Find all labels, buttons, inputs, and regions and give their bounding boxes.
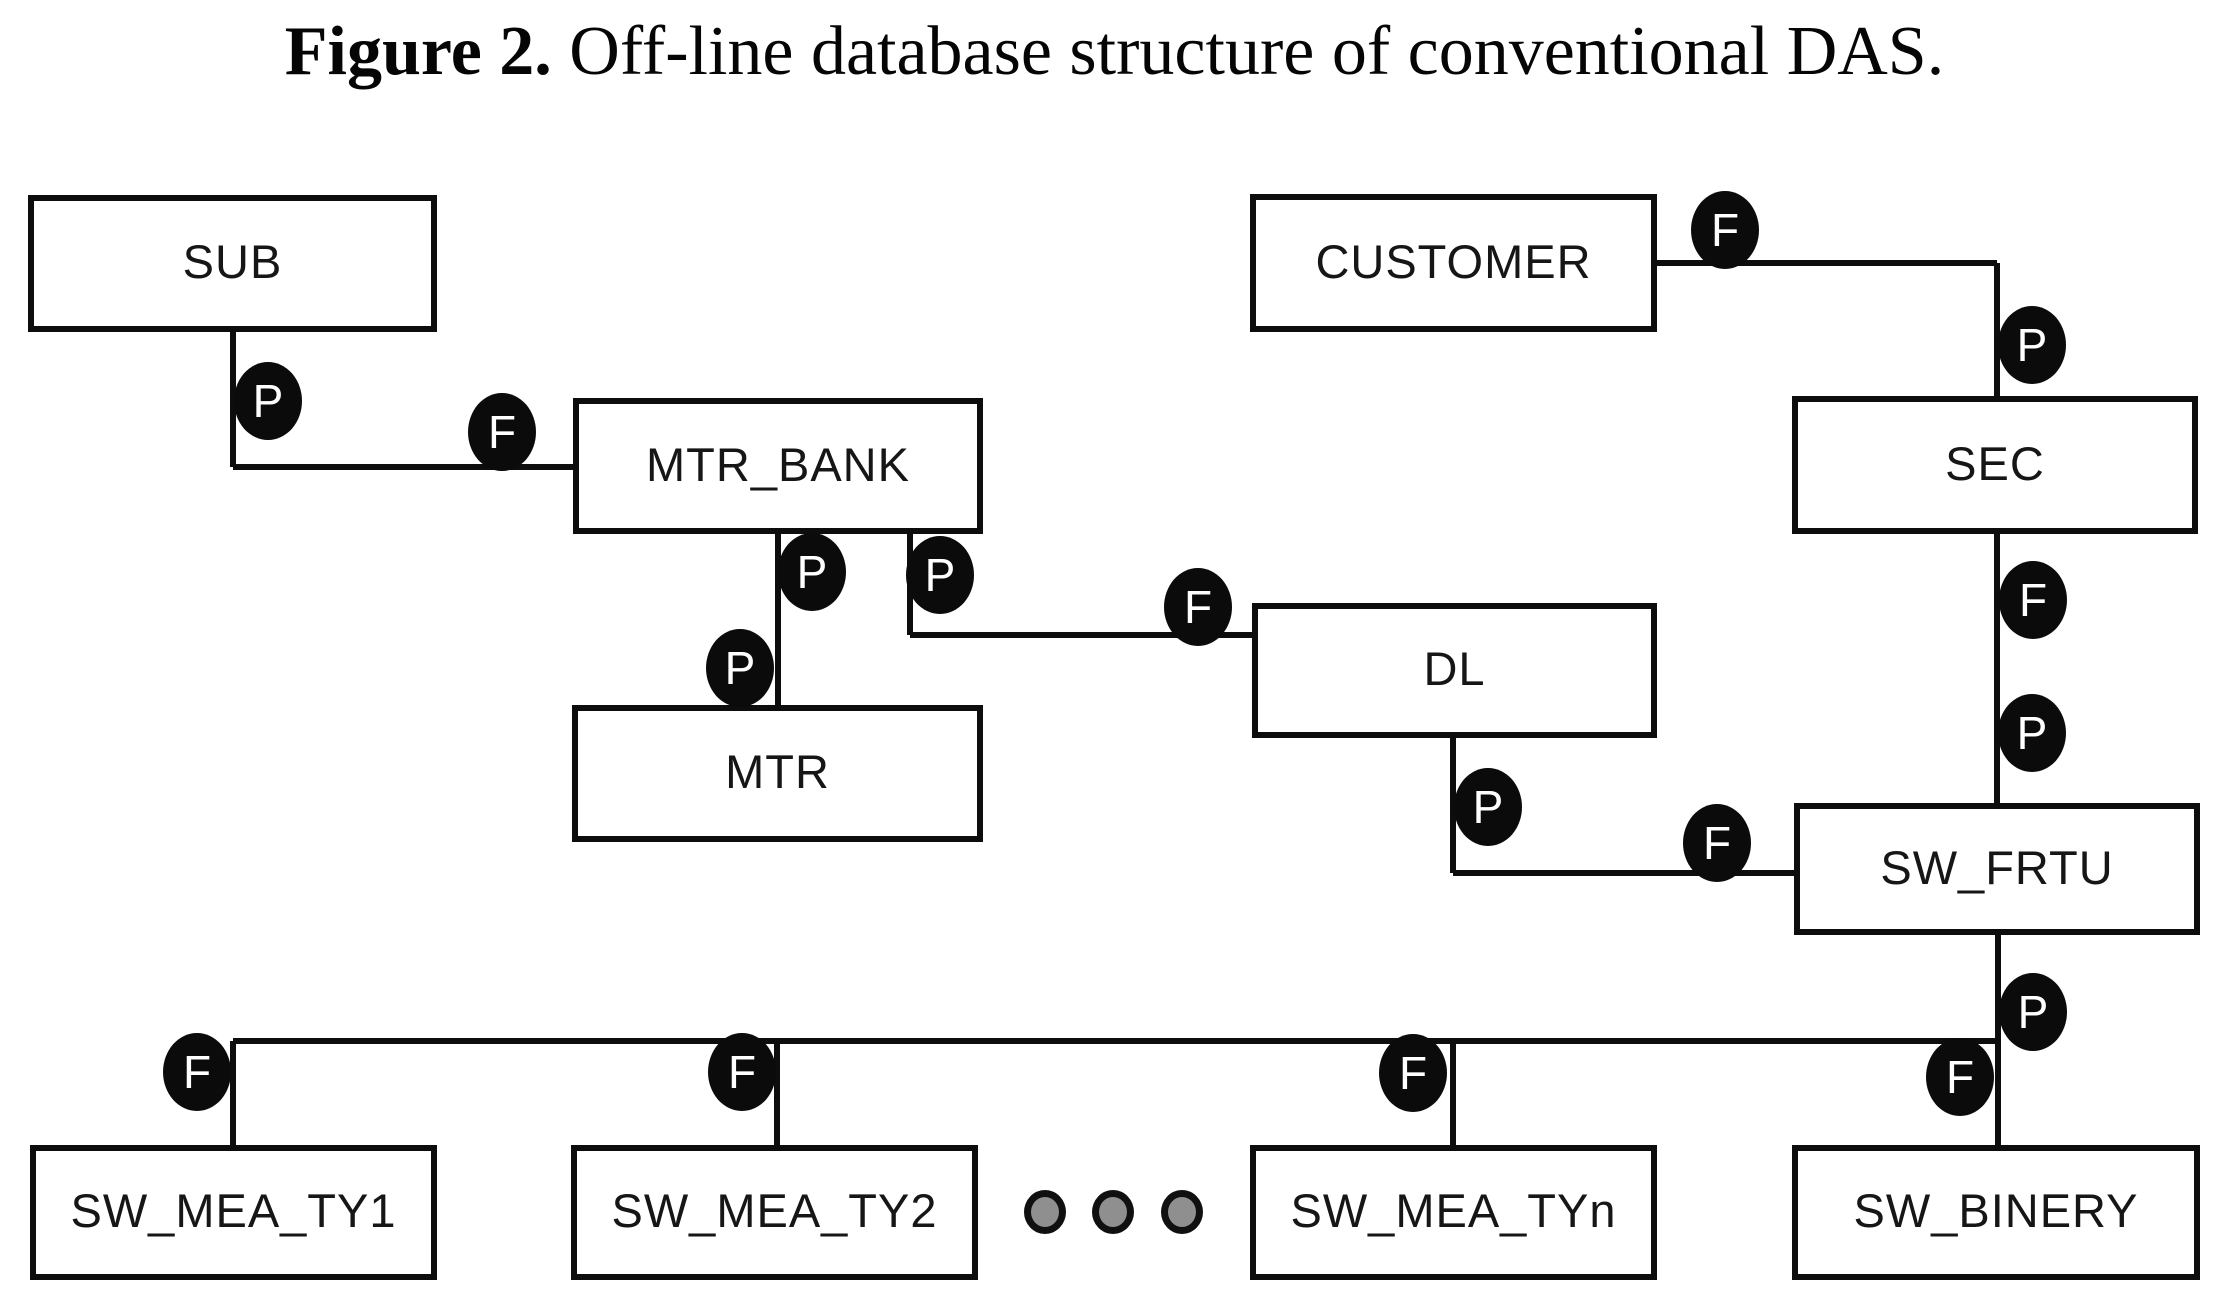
connector-mtrbank-to-mtr	[775, 534, 781, 705]
entity-box-mtr-bank: MTR_BANK	[573, 398, 983, 534]
foreign-key-badge-dl-f: F	[1164, 568, 1232, 646]
entity-box-sw-mea-tyn: SW_MEA_TYn	[1250, 1145, 1657, 1280]
connector-sub-to-mtrbank	[233, 464, 573, 470]
connector-bus-to-binery	[1995, 1041, 2001, 1145]
primary-key-badge-sub-p: P	[234, 362, 302, 440]
connector-swfrtu-drop	[1995, 935, 2001, 1041]
entity-label-dl: DL	[1423, 642, 1486, 695]
entity-box-sw-mea-ty2: SW_MEA_TY2	[571, 1145, 978, 1280]
connector-customer-to-sec	[1994, 263, 2000, 396]
entity-box-mtr: MTR	[572, 705, 983, 842]
foreign-key-badge-ty2-f: F	[708, 1033, 776, 1111]
entity-box-sw-frtu: SW_FRTU	[1794, 803, 2200, 935]
entity-label-sw-mea-tyn: SW_MEA_TYn	[1290, 1184, 1617, 1237]
entity-label-mtr: MTR	[725, 745, 830, 798]
primary-key-badge-dl-bottom-p: P	[1454, 768, 1522, 846]
entity-label-mtr-bank: MTR_BANK	[646, 437, 910, 491]
primary-key-badge-swfrtu-bot-p: P	[1999, 973, 2067, 1051]
connector-bus	[233, 1038, 1998, 1044]
foreign-key-badge-tyn-f: F	[1379, 1034, 1447, 1112]
primary-key-badge-mtr-p: P	[706, 629, 774, 707]
connector-dl-drop	[1450, 738, 1456, 873]
ellipsis-dot-3	[1161, 1190, 1203, 1234]
figure-caption-number: Figure 2.	[284, 13, 552, 90]
entity-box-sub: SUB	[28, 195, 437, 332]
foreign-key-badge-ty1-f: F	[163, 1033, 231, 1111]
foreign-key-badge-swfrtu-left-f: F	[1683, 804, 1751, 882]
entity-box-dl: DL	[1252, 603, 1657, 738]
entity-label-sw-frtu: SW_FRTU	[1880, 840, 2114, 894]
foreign-key-badge-binery-f: F	[1926, 1038, 1994, 1116]
connector-customer-out	[1657, 260, 1997, 266]
connector-sub-drop	[230, 332, 236, 467]
ellipsis-dot-1	[1024, 1190, 1066, 1234]
foreign-key-badge-sec-out-f: F	[1999, 561, 2067, 639]
entity-label-sw-mea-ty2: SW_MEA_TY2	[611, 1184, 938, 1237]
figure-caption: Figure 2. Off-line database structure of…	[0, 12, 2229, 92]
connector-bus-to-ty1	[230, 1041, 236, 1145]
entity-label-sw-binery: SW_BINERY	[1853, 1184, 2139, 1237]
connector-sec-to-swfrtu	[1994, 534, 2000, 803]
primary-key-badge-mtrbank-p1: P	[778, 533, 846, 611]
entity-label-sw-mea-ty1: SW_MEA_TY1	[70, 1184, 397, 1237]
entity-box-customer: CUSTOMER	[1250, 194, 1657, 332]
entity-box-sw-mea-ty1: SW_MEA_TY1	[30, 1145, 437, 1280]
primary-key-badge-swfrtu-top-p: P	[1998, 694, 2066, 772]
entity-label-sec: SEC	[1945, 436, 2045, 490]
entity-label-customer: CUSTOMER	[1315, 234, 1592, 288]
primary-key-badge-sec-p: P	[1998, 306, 2066, 384]
entity-label-sub: SUB	[182, 235, 283, 288]
connector-mtrbank-to-dl	[910, 632, 1252, 638]
connector-bus-to-ty2	[774, 1041, 780, 1145]
foreign-key-badge-mtrbank-f: F	[468, 393, 536, 471]
primary-key-badge-mtrbank-p2: P	[906, 536, 974, 614]
connector-bus-to-tyn	[1450, 1041, 1456, 1145]
foreign-key-badge-customer-f: F	[1691, 191, 1759, 269]
connector-dl-to-swfrtu	[1453, 870, 1794, 876]
ellipsis-dot-2	[1092, 1190, 1134, 1234]
figure-caption-text: Off-line database structure of conventio…	[551, 13, 1945, 90]
entity-box-sw-binery: SW_BINERY	[1792, 1145, 2200, 1280]
entity-box-sec: SEC	[1792, 396, 2198, 534]
